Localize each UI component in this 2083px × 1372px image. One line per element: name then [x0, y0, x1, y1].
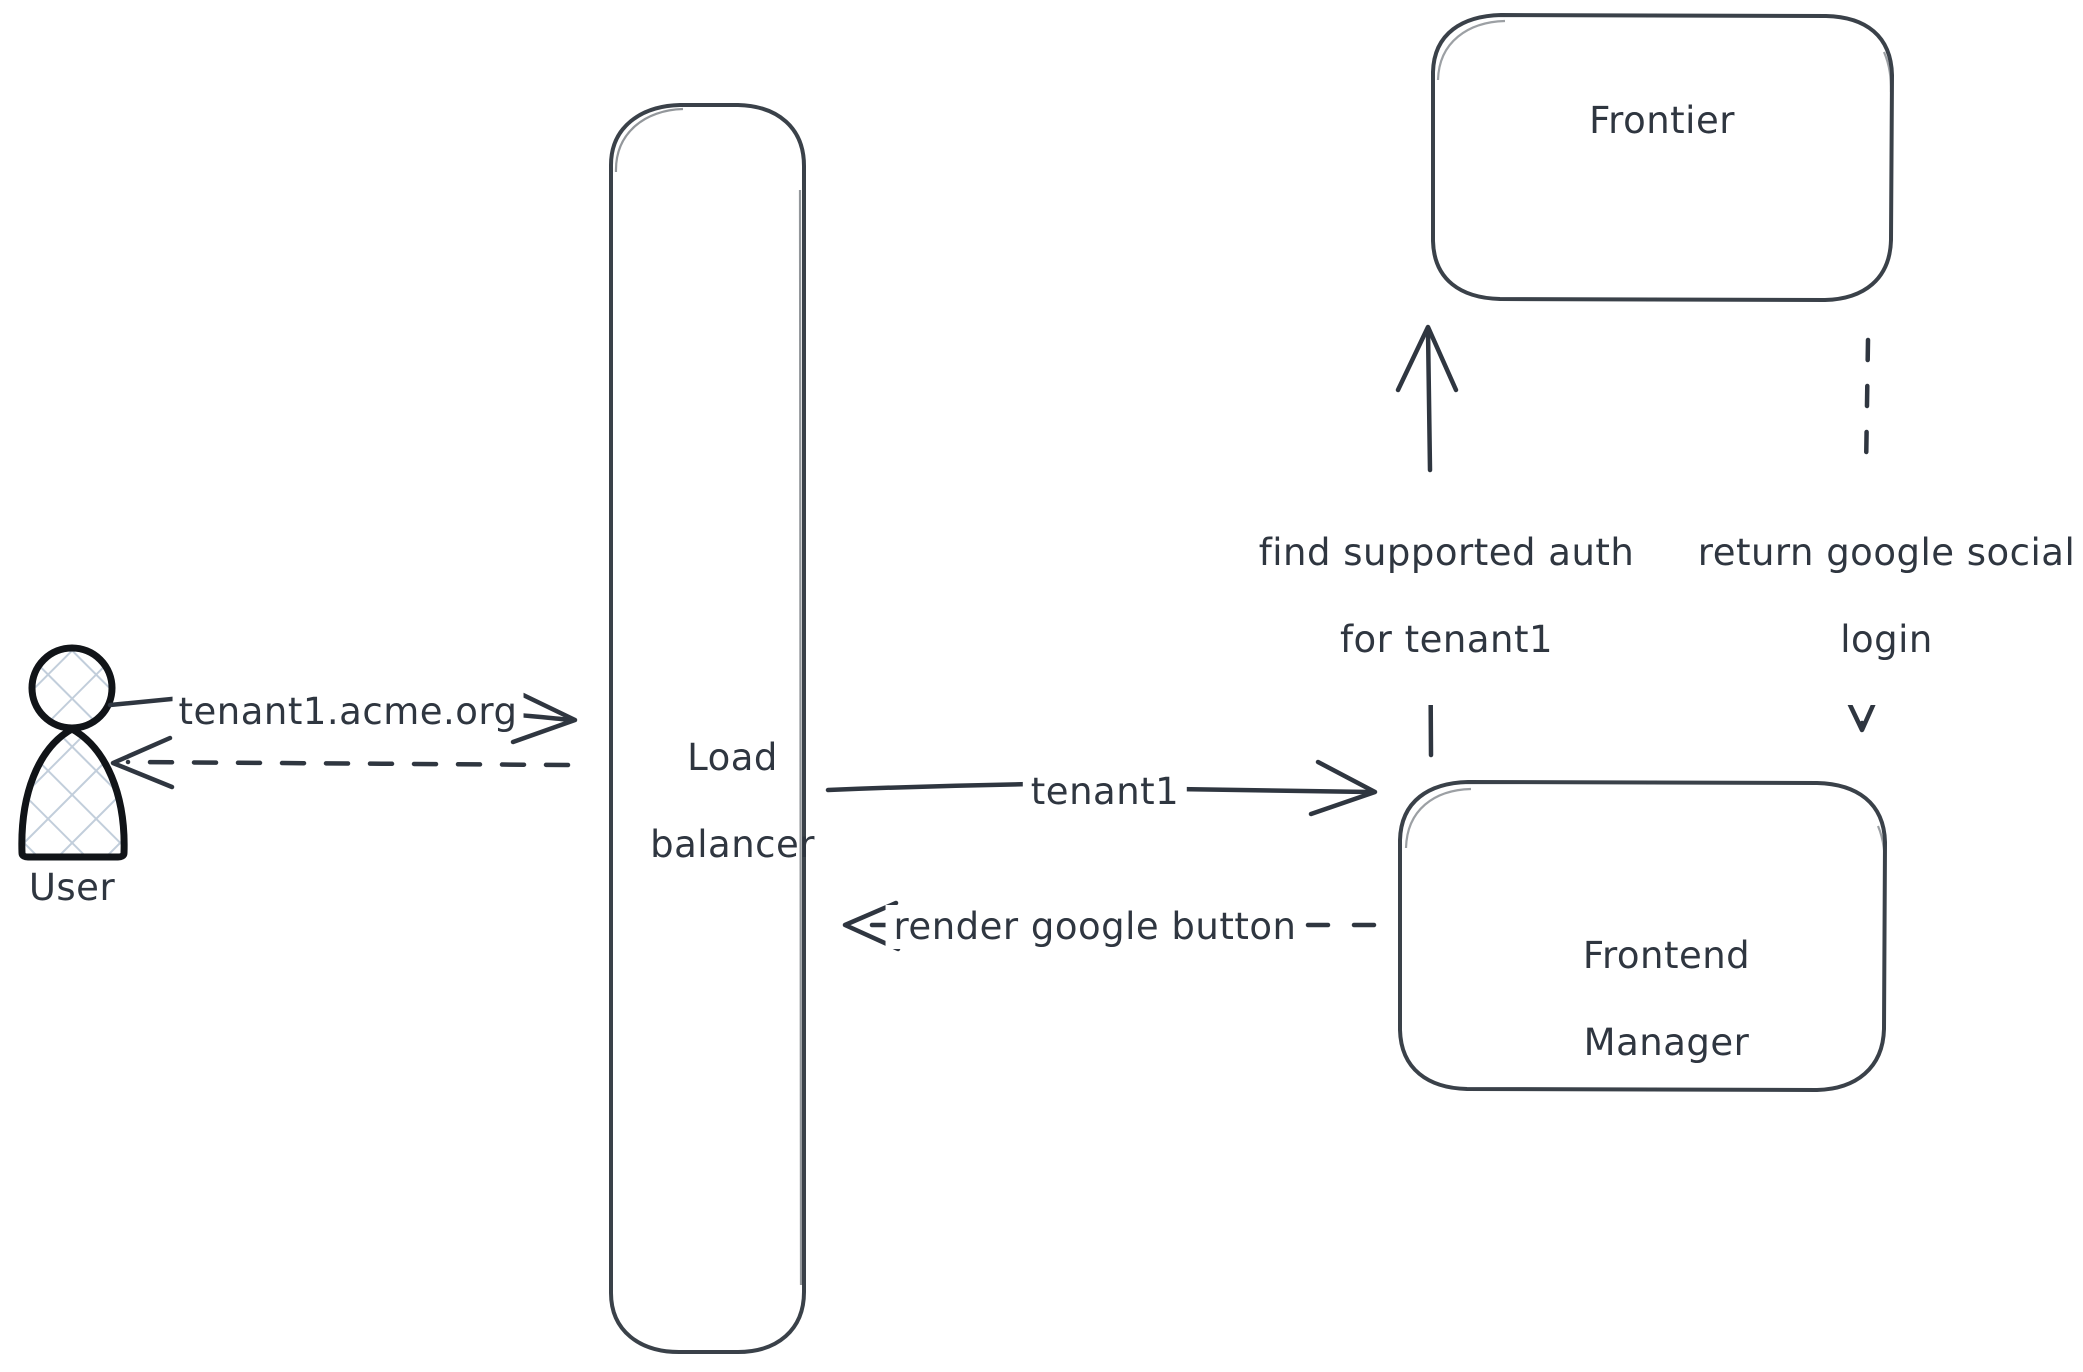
- load-balancer-box[interactable]: [609, 103, 806, 1354]
- edge-label-tenant1-acme-org: tenant1.acme.org: [172, 690, 524, 734]
- edge-fm-to-lb: [842, 900, 1377, 952]
- edge-lb-to-fm: [825, 759, 1378, 817]
- edge-label-return-google-social-login-line1: return google social: [1697, 530, 2076, 574]
- user-label: User: [28, 866, 116, 909]
- frontier-box[interactable]: [1431, 13, 1894, 302]
- edge-label-find-supported-auth-line1: find supported auth: [1258, 530, 1635, 574]
- edge-label-return-google-social-login: return google social login: [1644, 487, 2080, 706]
- load-balancer-label-line1: Load: [687, 735, 778, 779]
- load-balancer-label-line2: balancer: [650, 822, 815, 866]
- edge-label-render-google-button: render google button: [885, 905, 1305, 949]
- frontier-label: Frontier: [1589, 99, 1735, 142]
- load-balancer-label: Load balancer: [601, 692, 815, 910]
- user-actor-icon: [18, 644, 128, 861]
- edge-lb-to-user: [110, 735, 571, 790]
- frontend-manager-box[interactable]: [1398, 780, 1887, 1092]
- frontend-manager-label: Frontend Manager: [1534, 890, 1750, 1108]
- edge-label-return-google-social-login-line2: login: [1840, 617, 1933, 661]
- frontend-manager-label-line2: Manager: [1583, 1020, 1750, 1064]
- edge-label-tenant1: tenant1: [1022, 770, 1188, 814]
- frontend-manager-label-line1: Frontend: [1582, 933, 1751, 977]
- edge-label-find-supported-auth: find supported auth for tenant1: [1205, 487, 1639, 706]
- edge-label-find-supported-auth-line2: for tenant1: [1340, 617, 1554, 661]
